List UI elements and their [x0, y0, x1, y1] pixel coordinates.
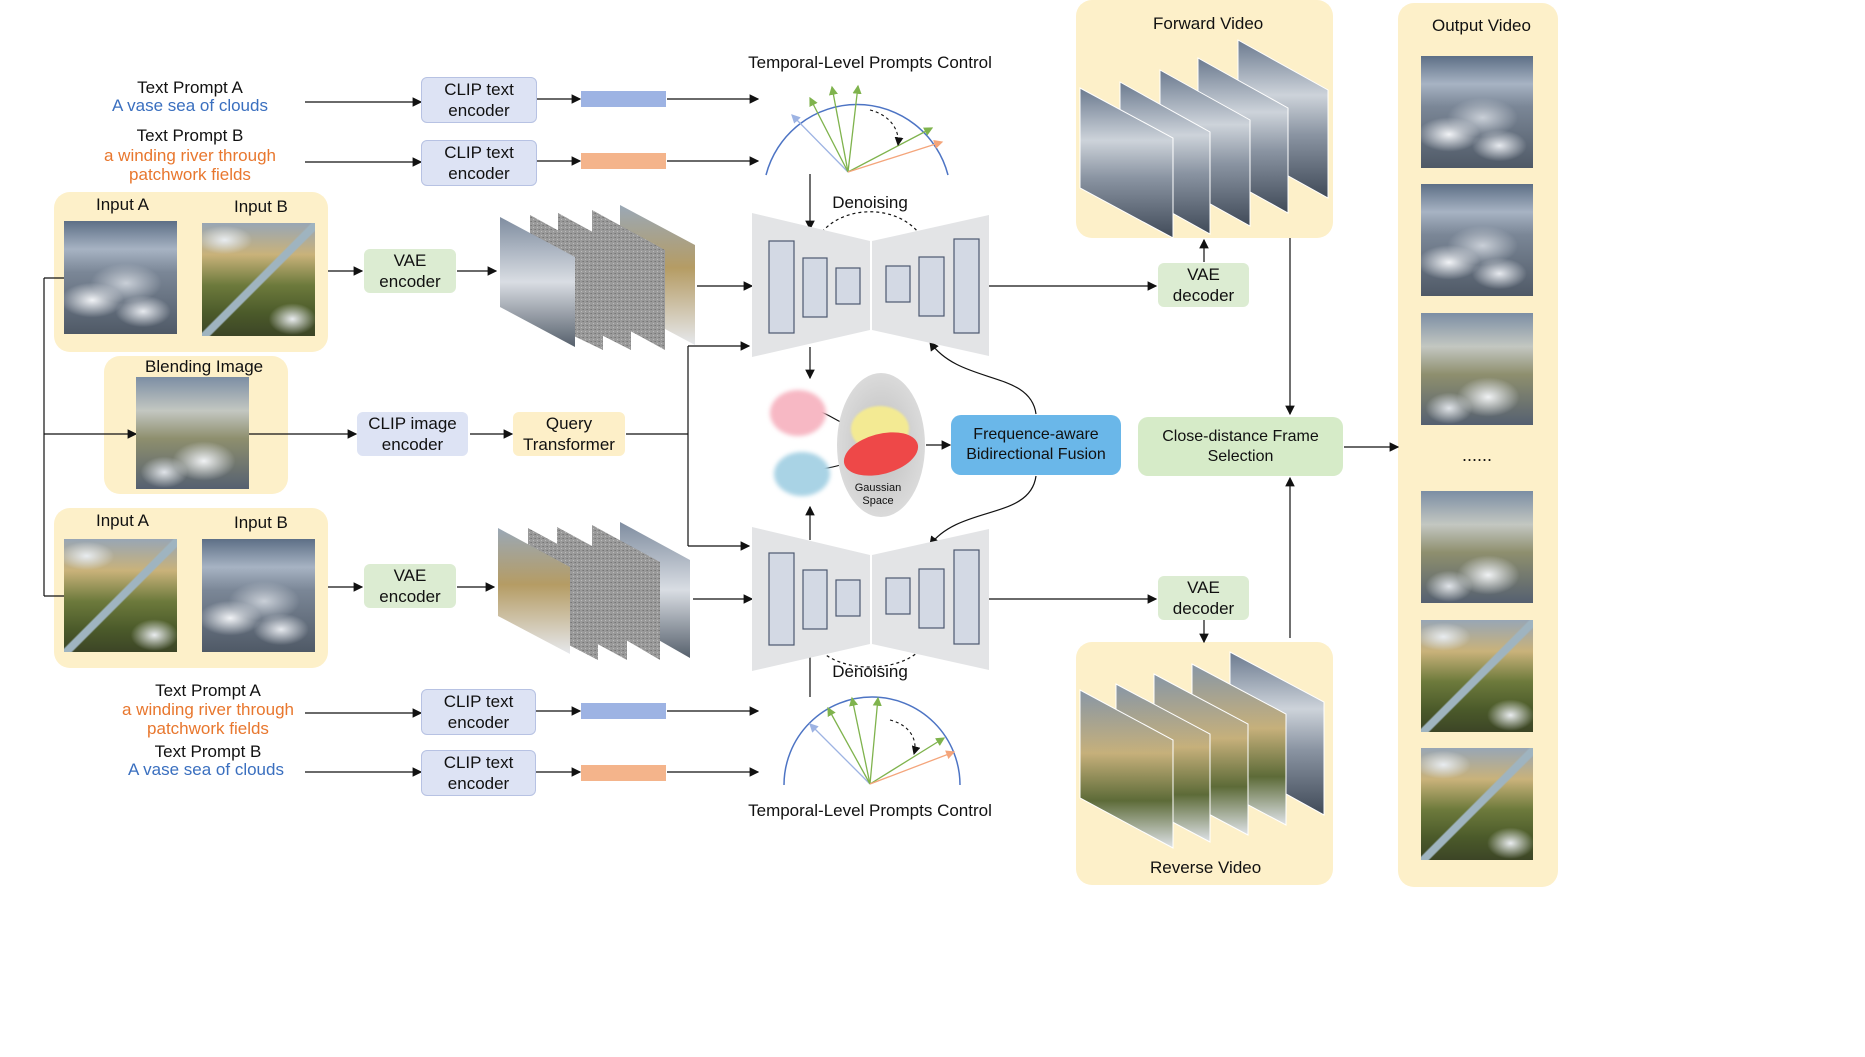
gaussian-space-label-2: Space: [862, 495, 894, 507]
output-ellipsis: ......: [1461, 445, 1492, 465]
latent-stack-bottom: [498, 522, 690, 660]
embedding-blue-top: [581, 91, 666, 107]
clip-text-line2: encoder: [448, 164, 510, 183]
clip-text-encoder-top-b: CLIP text encoder: [421, 140, 537, 186]
latent-stack-top: [500, 205, 695, 350]
top-prompt-b-text-2: patchwork fields: [129, 165, 251, 184]
vae-line1: VAE: [393, 250, 427, 270]
clip-text-line1: CLIP text: [443, 691, 514, 711]
vae-decoder-top: VAE decoder: [1158, 263, 1249, 307]
blending-image-label: Blending Image: [145, 357, 264, 376]
forward-video-frames: [1079, 39, 1329, 238]
output-frame-6: [1421, 748, 1533, 860]
top-prompt-a-label: Text Prompt A: [137, 78, 243, 97]
output-frame-4: [1421, 491, 1533, 603]
top-prompt-b-text-1: a winding river through: [104, 146, 276, 165]
clip-text-line1: CLIP text: [443, 752, 514, 772]
reverse-video-frames: [1079, 651, 1325, 849]
denoising-bottom-label: Denoising: [832, 662, 908, 681]
clip-text-line1: CLIP text: [444, 142, 514, 162]
input-a-top-label: Input A: [96, 195, 149, 214]
output-frame-5: [1421, 620, 1533, 732]
embedding-orange-top: [581, 153, 666, 169]
clip-text-encoder-bottom-a: CLIP text encoder: [421, 689, 536, 735]
bottom-prompt-a-text-2: patchwork fields: [147, 719, 269, 738]
bottom-prompt-a-label: Text Prompt A: [155, 681, 261, 700]
vae-line1: VAE: [393, 565, 427, 585]
input-b-top-image: [202, 223, 315, 336]
fusion-line2: Bidirectional Fusion: [966, 446, 1106, 463]
vae-dec-line1: VAE: [1187, 577, 1220, 597]
fusion-line1: Frequence-aware: [973, 426, 1099, 443]
vae-decoder-bottom: VAE decoder: [1158, 576, 1249, 620]
clip-text-line2: encoder: [447, 713, 510, 732]
bottom-prompt-b-label: Text Prompt B: [154, 742, 262, 761]
selection-line2: Selection: [1207, 447, 1274, 465]
top-prompt-a-text: A vase sea of clouds: [112, 96, 268, 115]
embedding-orange-bottom: [581, 765, 666, 781]
frame-selection-box: Close-distance Frame Selection: [1138, 417, 1343, 476]
bottom-prompt-a-text-1: a winding river through: [122, 700, 294, 719]
clip-text-line1: CLIP text: [444, 79, 514, 99]
selection-line1: Close-distance Frame: [1162, 427, 1319, 445]
output-frame-2: [1421, 184, 1533, 296]
input-b-bottom-image: [202, 539, 315, 652]
vae-dec-line2: decoder: [1172, 599, 1235, 618]
temporal-control-bottom-label: Temporal-Level Prompts Control: [748, 801, 992, 820]
vae-line2: encoder: [379, 272, 441, 291]
vae-encoder-bottom: VAE encoder: [364, 564, 456, 608]
denoising-top-label: Denoising: [832, 193, 908, 212]
vae-dec-line2: decoder: [1172, 286, 1235, 305]
bottom-prompt-b-text: A vase sea of clouds: [128, 760, 284, 779]
query-line1: Query: [545, 413, 593, 433]
reverse-video-label: Reverse Video: [1150, 858, 1262, 877]
gaussian-space-label-1: Gaussian: [854, 482, 902, 494]
clip-text-encoder-top-a: CLIP text encoder: [421, 77, 537, 123]
clip-image-line2: encoder: [381, 435, 444, 454]
output-frame-1: [1421, 56, 1533, 168]
output-video-label: Output Video: [1432, 16, 1531, 35]
input-b-bottom-label: Input B: [234, 513, 288, 532]
forward-video-label: Forward Video: [1153, 14, 1264, 33]
clip-text-line2: encoder: [447, 774, 510, 793]
blending-image: [136, 377, 249, 489]
vae-dec-line1: VAE: [1187, 264, 1220, 284]
temporal-control-bottom-arc: [783, 696, 961, 786]
input-b-top-label: Input B: [234, 197, 288, 216]
clip-image-encoder: CLIP image encoder: [357, 412, 468, 456]
output-frame-3: [1421, 313, 1533, 425]
bidirectional-fusion-box: Frequence-aware Bidirectional Fusion: [951, 415, 1121, 475]
gaussian-blue-blob: [774, 452, 830, 496]
unet-bottom: [752, 527, 989, 671]
temporal-control-top-label: Temporal-Level Prompts Control: [748, 53, 992, 72]
query-transformer: Query Transformer: [513, 412, 625, 456]
input-a-top-image: [64, 221, 177, 334]
clip-image-line1: CLIP image: [368, 413, 457, 433]
input-a-bottom-label: Input A: [96, 511, 149, 530]
top-prompt-b-label: Text Prompt B: [136, 126, 244, 145]
input-a-bottom-image: [64, 539, 177, 652]
vae-encoder-top: VAE encoder: [364, 249, 456, 293]
gaussian-pink-blob: [770, 390, 826, 436]
temporal-control-top-arc: [765, 84, 949, 176]
vae-line2: encoder: [379, 587, 441, 606]
unet-top: [752, 213, 989, 357]
query-line2: Transformer: [523, 435, 615, 454]
clip-text-encoder-bottom-b: CLIP text encoder: [421, 750, 536, 796]
clip-text-line2: encoder: [448, 101, 510, 120]
embedding-blue-bottom: [581, 703, 666, 719]
